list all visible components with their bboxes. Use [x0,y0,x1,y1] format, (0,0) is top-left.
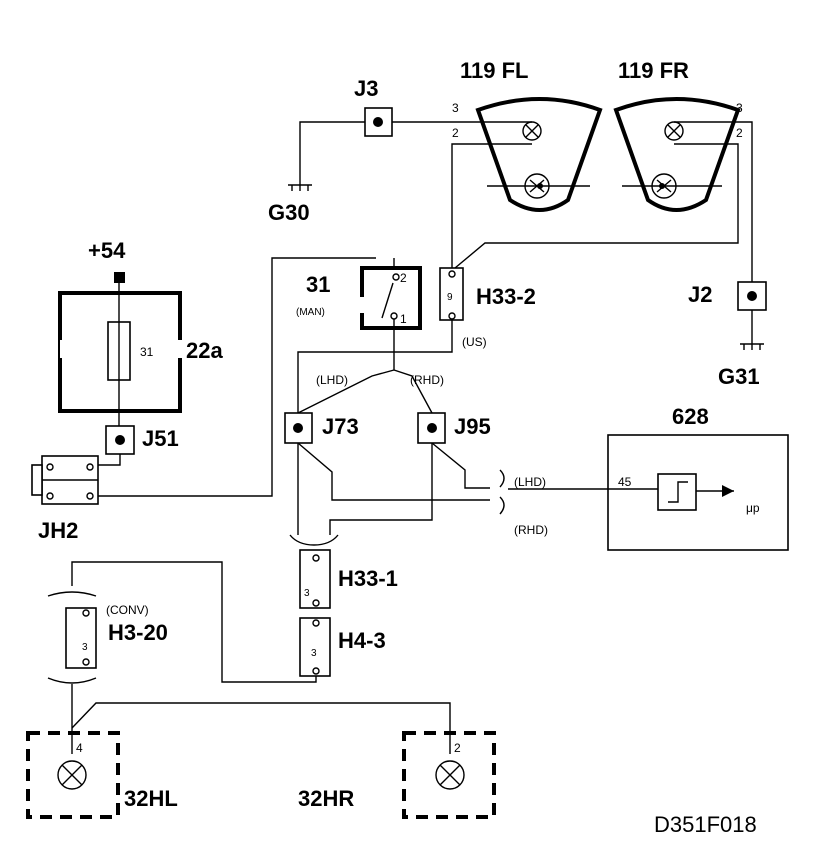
label-g31: G31 [718,364,760,389]
label-switch-31: 31 [306,272,330,297]
label-h33-2: H33-2 [476,284,536,309]
label-jh2: JH2 [38,518,78,543]
switch-31 [360,266,422,330]
label-j51: J51 [142,426,179,451]
ground-g30-icon [288,184,312,191]
pin-label: 2 [400,271,407,285]
drawing-id: D351F018 [654,812,757,837]
pin-label: 3 [304,588,310,599]
pin-label: 4 [76,741,83,755]
lamp-bulb-icon [57,760,87,790]
terminal-plus54 [114,272,125,283]
lamp-32hr [402,731,496,819]
label-j2: J2 [688,282,712,307]
label-mu-p: μp [746,501,760,515]
lamp-32hl [26,731,120,819]
pin-label: 3 [452,101,459,115]
ground-g31-icon [740,343,764,350]
label-h4-3: H4-3 [338,628,386,653]
label-man: (MAN) [296,307,325,318]
label-plus54: +54 [88,238,126,263]
label-j95: J95 [454,414,491,439]
label-628: 628 [672,404,709,429]
label-us: (US) [462,335,487,349]
pin-label: 3 [736,101,743,115]
arrow-icon [722,485,734,497]
label-h3-20: H3-20 [108,620,168,645]
label-lhd: (LHD) [316,373,348,387]
lamp-bulb-icon [435,760,465,790]
label-22a: 22a [186,338,223,363]
label-j3: J3 [354,76,378,101]
pin-label: 45 [618,475,632,489]
pin-label: 2 [454,741,461,755]
label-119-fl: 119 FL [460,58,528,83]
label-119-fr: 119 FR [618,58,689,83]
label-conv: (CONV) [106,603,149,617]
pin-label: 3 [82,642,88,653]
label-rhd: (RHD) [410,373,444,387]
label-rhd-mid: (RHD) [514,523,548,537]
label-fuse-31: 31 [140,345,154,359]
headlamp-119fr [613,97,741,212]
connector-h33-1 [299,549,331,609]
label-lhd-mid: (LHD) [514,475,546,489]
connector-h4-3 [299,617,331,677]
label-h33-1: H33-1 [338,566,398,591]
pin-label: 2 [736,126,743,140]
label-32hl: 32HL [124,786,178,811]
connector-h3-20 [65,607,97,669]
pin-label: 2 [452,126,459,140]
label-j73: J73 [322,414,359,439]
pin-label: 3 [311,648,317,659]
pin-label: 1 [400,312,407,326]
label-g30: G30 [268,200,310,225]
pin-label: 9 [447,292,453,303]
connector-jh2 [31,455,99,505]
label-32hr: 32HR [298,786,354,811]
headlamp-119fl [475,97,603,212]
module-628 [607,434,789,551]
